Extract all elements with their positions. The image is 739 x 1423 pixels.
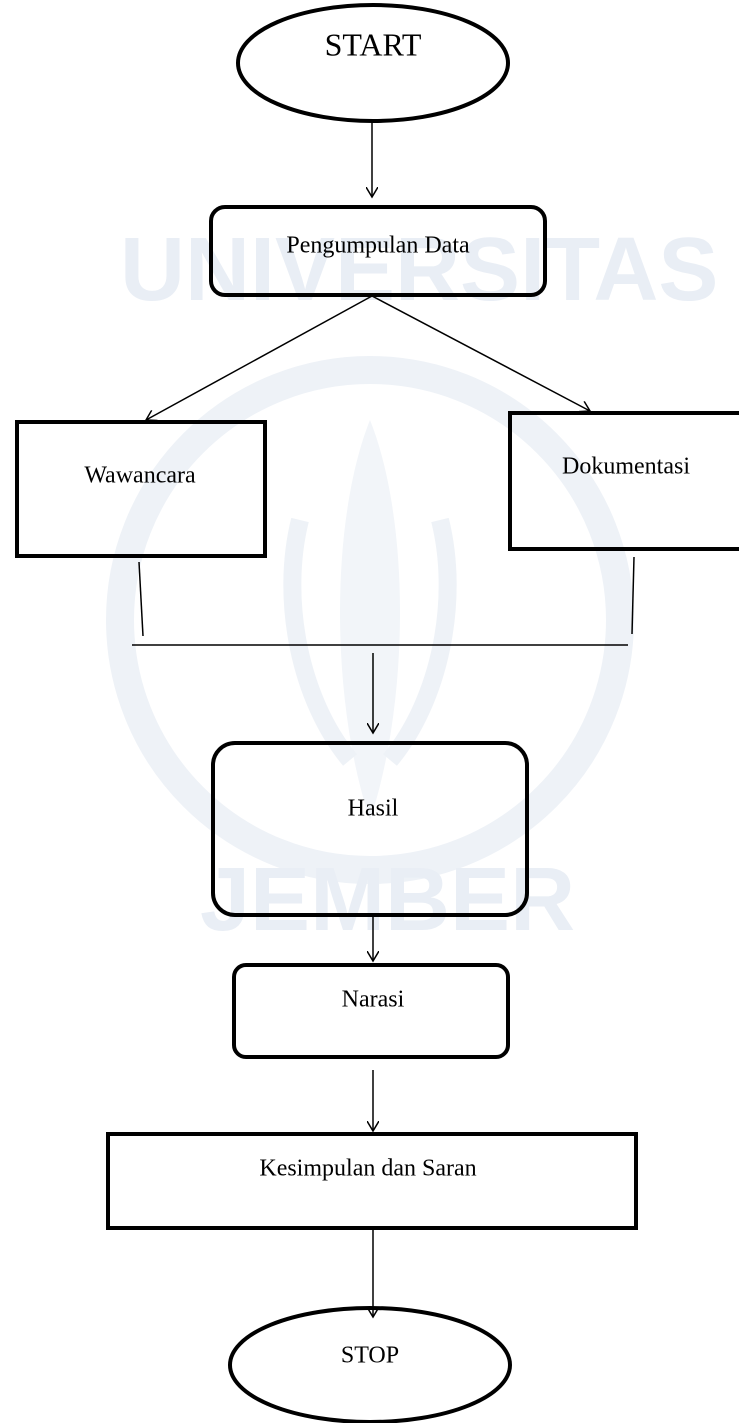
hasil-node: Hasil — [211, 741, 529, 917]
watermark-seal: UNIVERSITAS JEMBER — [106, 220, 718, 950]
dokumentasi-label: Dokumentasi — [562, 454, 690, 480]
pengumpulan-data-node: Pengumpulan Data — [209, 205, 547, 297]
arrow-pengumpulan-to-wawancara — [146, 295, 373, 420]
narasi-node: Narasi — [232, 963, 510, 1059]
watermark-text-2: JEMBER — [200, 850, 575, 950]
wawancara-label: Wawancara — [84, 463, 196, 489]
stop-node: STOP — [228, 1306, 512, 1423]
wawancara-node: Wawancara — [15, 420, 267, 558]
narasi-label: Narasi — [342, 987, 405, 1013]
kesimpulan-saran-node: Kesimpulan dan Saran — [106, 1132, 638, 1230]
hasil-label: Hasil — [348, 796, 399, 822]
pengumpulan-data-label: Pengumpulan Data — [286, 233, 470, 259]
start-label: START — [325, 26, 422, 62]
connector-wawancara-down — [138, 561, 144, 637]
dokumentasi-node: Dokumentasi — [508, 411, 739, 551]
start-node: START — [236, 3, 510, 123]
stop-label: STOP — [341, 1343, 399, 1369]
kesimpulan-saran-label: Kesimpulan dan Saran — [259, 1156, 476, 1182]
watermark-text: UNIVERSITAS — [120, 220, 718, 320]
connector-dokumentasi-down — [631, 556, 635, 635]
arrow-pengumpulan-to-dokumentasi — [371, 295, 590, 411]
